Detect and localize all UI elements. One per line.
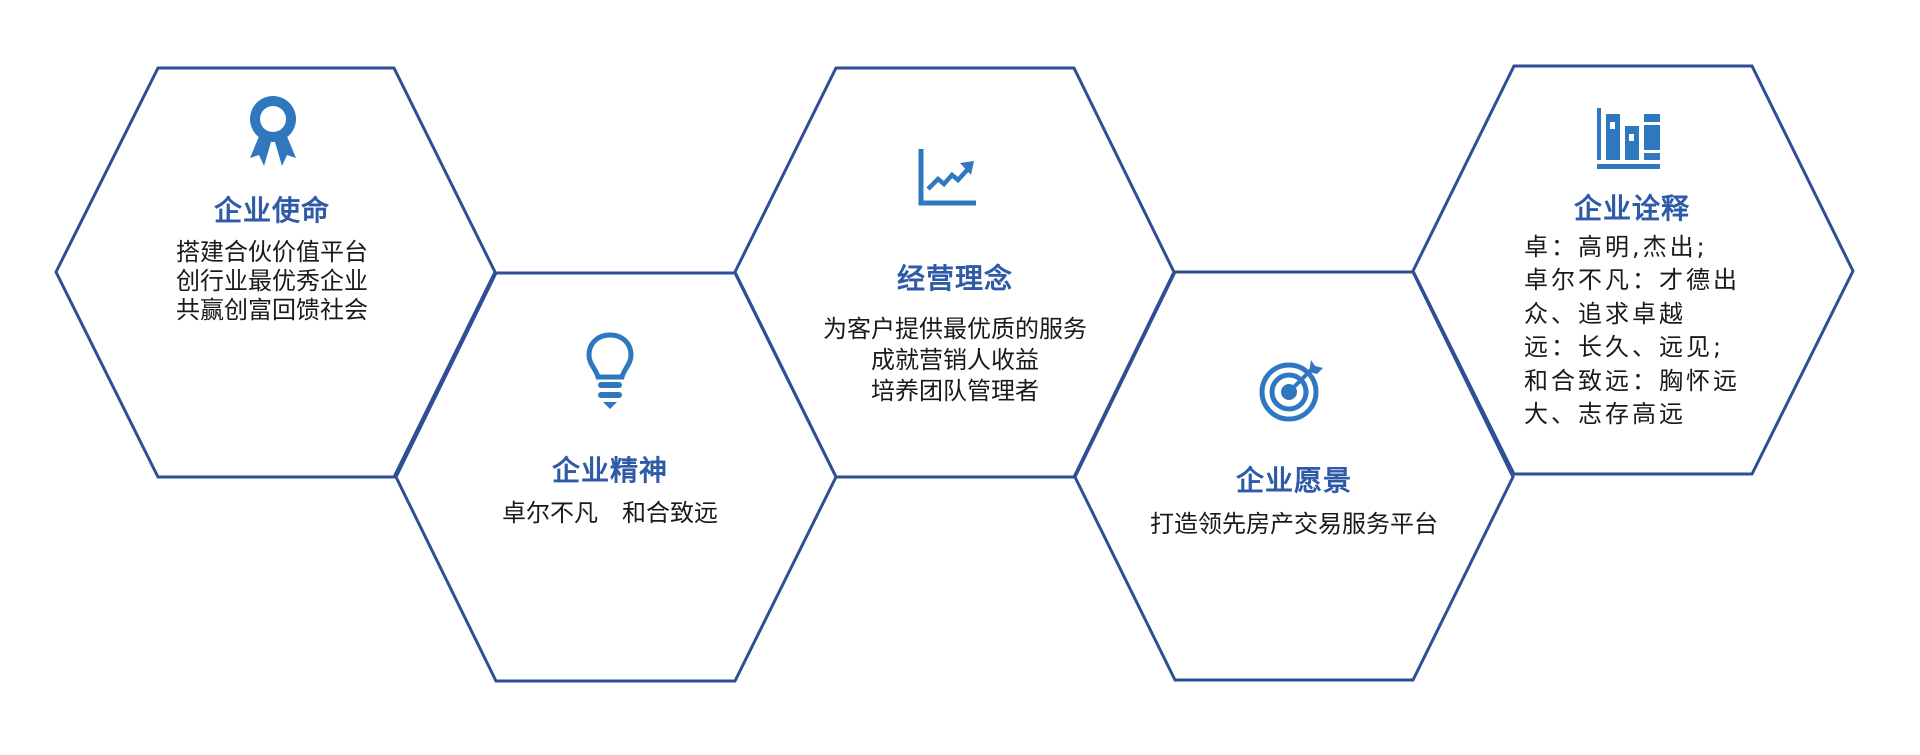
card-line: 远：长久、远见;: [1524, 333, 1725, 362]
card-line: 大、志存高远: [1524, 399, 1686, 428]
card-line: 搭建合伙价值平台: [176, 238, 368, 266]
card-body: 搭建合伙价值平台 创行业最优秀企业 共赢创富回馈社会: [176, 238, 368, 325]
growth-chart-icon: [918, 149, 976, 206]
card-title: 企业诠释: [1573, 192, 1691, 225]
lightbulb-icon: [586, 332, 634, 409]
card-title: 企业精神: [551, 454, 669, 487]
card-body: 为客户提供最优质的服务 成就营销人收益 培养团队管理者: [823, 314, 1087, 407]
hexagon-vision: [1073, 270, 1515, 682]
card-line: 创行业最优秀企业: [176, 267, 368, 295]
hexagon-spirit: [394, 271, 838, 683]
books-icon: [1597, 108, 1660, 169]
card-body: 打造领先房产交易服务平台: [1150, 510, 1438, 539]
card-title: 企业使命: [213, 194, 331, 227]
card-line: 为客户提供最优质的服务: [823, 315, 1087, 343]
card-line: 卓：高明,杰出;: [1524, 233, 1708, 261]
card-line: 成就营销人收益: [871, 346, 1039, 374]
card-line: 打造领先房产交易服务平台: [1150, 510, 1438, 538]
target-icon: [1259, 360, 1323, 422]
hexagon-interpretation: [1411, 64, 1855, 476]
card-line: 共赢创富回馈社会: [176, 296, 368, 324]
card-body: 卓：高明,杰出; 卓尔不凡：才德出 众、追求卓越 远：长久、远见; 和合致远：胸…: [1524, 231, 1740, 431]
card-line: 卓尔不凡：才德出: [1524, 266, 1740, 295]
card-title: 企业愿景: [1235, 464, 1353, 497]
card-line: 培养团队管理者: [871, 377, 1039, 405]
award-ribbon-icon: [250, 96, 296, 166]
card-line: 卓尔不凡 和合致远: [502, 499, 718, 527]
card-line: 众、追求卓越: [1524, 299, 1686, 328]
card-title: 经营理念: [896, 262, 1014, 295]
card-body: 卓尔不凡 和合致远: [502, 499, 718, 528]
card-line: 和合致远：胸怀远: [1524, 366, 1740, 395]
